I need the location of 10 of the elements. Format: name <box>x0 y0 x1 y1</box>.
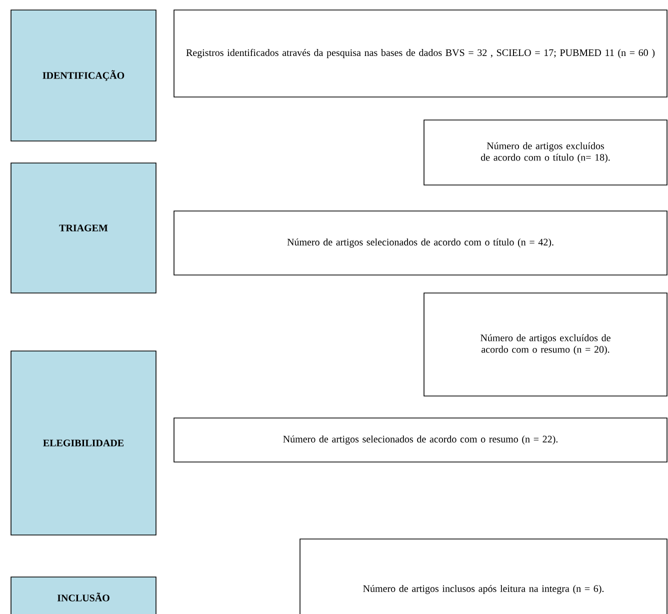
process-box: Registros identificados através da pesquisa nas bases de dados BVS = 32 , SCIELO = 17; PUBMED 11 (n = 60 ) <box>174 10 668 98</box>
phase-box: ELEGIBILIDADE <box>10 350 156 536</box>
phase-box: INCLUSÃO <box>10 576 156 614</box>
phase-box: IDENTIFICAÇÃO <box>10 10 156 142</box>
phase-box: TRIAGEM <box>10 162 156 294</box>
process-box: Número de artigos inclusos após leitura na integra (n = 6). <box>300 538 668 614</box>
process-box: Número de artigos selecionados de acordo com o resumo (n = 22). <box>174 418 668 462</box>
process-box: Número de artigos selecionados de acordo com o título (n = 42). <box>174 210 668 276</box>
process-box: Número de artigos excluídos de acordo com o resumo (n = 20). <box>424 292 668 396</box>
process-box: Número de artigos excluídos de acordo com o título (n= 18). <box>424 120 668 186</box>
